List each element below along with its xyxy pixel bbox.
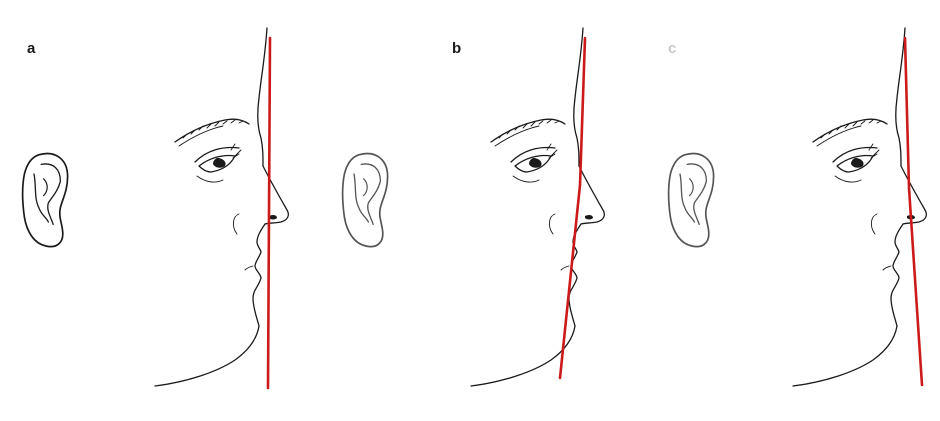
panel-label-c: c	[668, 40, 676, 57]
panel-label-b: b	[452, 40, 461, 57]
panel-label-a: a	[27, 40, 36, 57]
